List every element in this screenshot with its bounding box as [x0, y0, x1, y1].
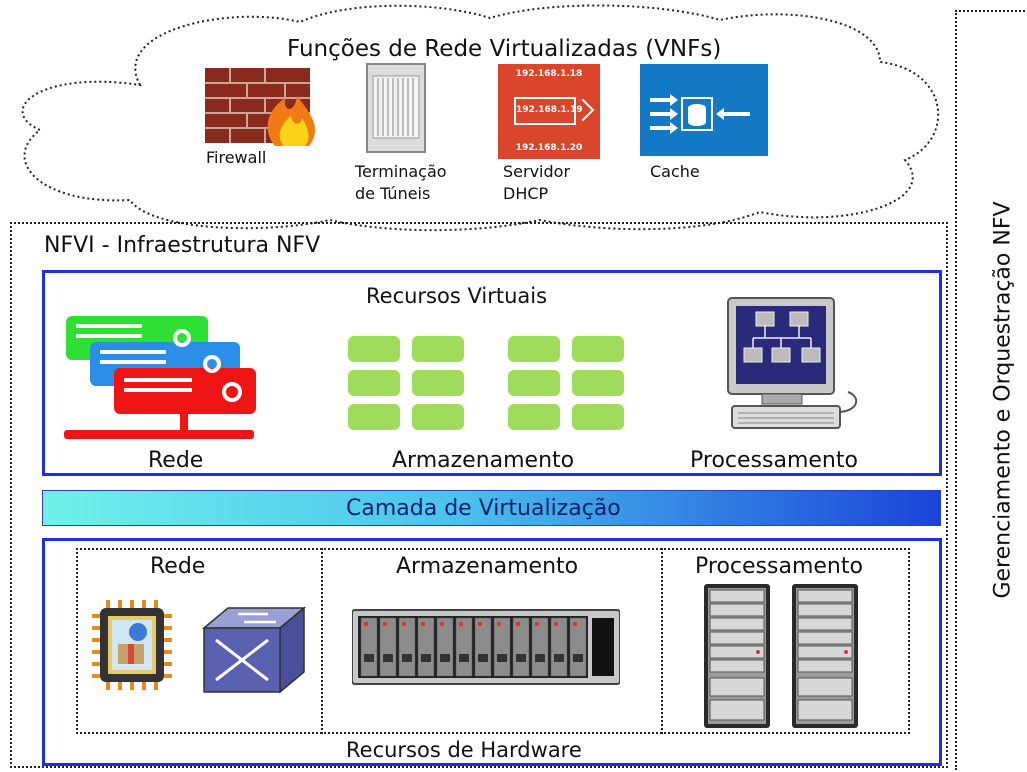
virtualization-layer-label: Camada de Virtualização — [346, 496, 621, 521]
virtual-storage-label: Armazenamento — [392, 448, 575, 473]
hardware-resources-frame — [42, 538, 942, 766]
vnf-cloud — [21, 4, 940, 232]
virtualization-layer-bar — [42, 490, 941, 526]
dhcp-label-line2: DHCP — [503, 184, 549, 203]
storage-array-icon — [352, 609, 620, 685]
dhcp-ip-1: 192.168.1.18 — [515, 69, 583, 79]
tunnel-equipment-icon — [366, 63, 426, 153]
nfvi-title: NFVI - Infraestrutura NFV — [44, 233, 321, 258]
management-orchestration-label: Gerenciamento e Orquestração NFV — [990, 201, 1016, 599]
processor-chip-icon — [92, 600, 172, 690]
management-frame-top — [955, 10, 1025, 12]
vnf-title: Funções de Rede Virtualizadas (VNFs) — [287, 36, 722, 62]
management-frame-left — [955, 10, 957, 770]
hardware-network-label: Rede — [150, 554, 206, 579]
hardware-inner-frame — [76, 548, 910, 734]
network-switch-icon — [201, 606, 307, 694]
dhcp-ip-3: 192.168.1.20 — [515, 143, 583, 153]
tunnel-label-line1: Terminação — [355, 162, 447, 181]
virtual-storage-icon — [348, 336, 624, 430]
dhcp-ip-2: 192.168.1.19 — [516, 105, 583, 115]
hardware-divider-2 — [661, 548, 663, 734]
hardware-processing-label: Processamento — [695, 554, 863, 579]
virtual-resources-title: Recursos Virtuais — [366, 284, 548, 308]
tunnel-label-line2: de Túneis — [355, 184, 431, 203]
firewall-icon — [205, 68, 316, 146]
nfvi-frame — [10, 222, 948, 768]
dhcp-server-icon: 192.168.1.18 192.168.1.19 192.168.1.20 — [498, 64, 600, 159]
virtual-processing-label: Processamento — [690, 448, 858, 473]
hardware-storage-label: Armazenamento — [396, 554, 579, 579]
dhcp-label-line1: Servidor — [503, 162, 571, 181]
firewall-label: Firewall — [206, 148, 267, 167]
virtual-network-servers-icon — [64, 316, 256, 439]
hardware-divider-1 — [321, 548, 323, 734]
cache-icon — [640, 64, 768, 156]
hardware-resources-title: Recursos de Hardware — [346, 738, 582, 762]
virtual-processing-monitor-icon — [727, 297, 858, 429]
server-towers-icon — [704, 584, 858, 728]
dhcp-tag — [514, 97, 576, 125]
virtual-network-label: Rede — [148, 448, 204, 473]
cache-label: Cache — [650, 162, 700, 181]
virtual-resources-frame — [42, 270, 942, 476]
